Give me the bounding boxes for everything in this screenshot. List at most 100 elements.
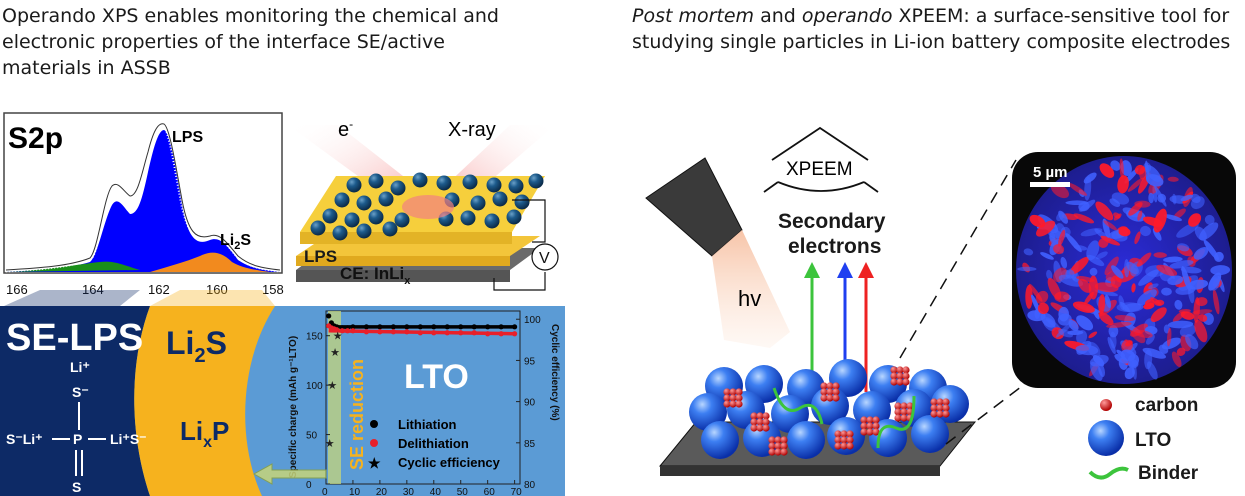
carbon-particle — [866, 422, 874, 430]
xpeem-pixel-blob — [1103, 220, 1118, 231]
carbon-particle — [762, 424, 770, 432]
legend-marker-lithiation — [370, 420, 378, 428]
xpeem-pixel-blob — [1100, 235, 1121, 246]
cell-particle — [506, 209, 522, 225]
left-heading-line2: electronic properties of the interface S… — [2, 31, 445, 53]
xpeem-pixel-blob — [1058, 229, 1066, 247]
xpeem-pixel-blob — [1073, 213, 1095, 224]
carbon-particle — [735, 388, 743, 396]
carbon-particle — [930, 398, 938, 406]
carbon-particle — [729, 400, 737, 408]
cell-particle — [344, 212, 360, 228]
cell-particle — [394, 212, 410, 228]
label-xray: X-ray — [448, 119, 496, 141]
chart-y2-tick-label: 90 — [524, 398, 536, 409]
cell-particle — [514, 194, 530, 210]
xpeem-pixel-blob — [1113, 212, 1121, 219]
carbon-particle — [723, 388, 731, 396]
molecule-li-top: Li⁺ — [70, 359, 90, 375]
chart-y2-tick-label: 95 — [524, 356, 536, 367]
xpeem-pixel-blob — [1119, 158, 1124, 179]
chart-y2label: Cyclic efficiency (%) — [549, 324, 560, 421]
carbon-particle — [735, 400, 743, 408]
xpeem-pixel-blob — [1065, 200, 1089, 205]
carbon-particle — [762, 412, 770, 420]
chart-y-tick-label: 0 — [306, 480, 312, 491]
carbon-particle — [890, 372, 898, 380]
xps-tick-162: 162 — [148, 282, 170, 297]
carbon-particle — [890, 378, 898, 386]
carbon-particle — [942, 398, 950, 406]
carbon-particle — [936, 410, 944, 418]
xpeem-pixel-blob — [1110, 160, 1121, 171]
carbon-particle — [846, 442, 854, 450]
xpeem-pixel-blob — [1180, 194, 1194, 202]
legend-lithiation: Lithiation — [398, 417, 457, 432]
carbon-particle — [832, 388, 840, 396]
xpeem-pixel-blob — [1054, 291, 1070, 303]
xpeem-pixel-blob — [1079, 199, 1096, 212]
legend-lto: LTO — [1135, 430, 1171, 451]
carbon-particle — [774, 436, 782, 444]
xpeem-pixel-blob — [1076, 276, 1095, 282]
xpeem-pixel-blob — [1065, 269, 1075, 279]
xpeem-pixel-blob — [1125, 340, 1133, 347]
xpeem-pixel-blob — [1127, 177, 1144, 192]
xpeem-pixel-blob — [1072, 301, 1095, 313]
binder-strand — [772, 387, 824, 425]
xpeem-pixel-blob — [1036, 220, 1056, 237]
carbon-particle — [834, 442, 842, 450]
carbon-particle — [902, 378, 910, 386]
legend-delithiation: Delithiation — [398, 436, 469, 451]
xpeem-pixel-blob — [1058, 274, 1084, 287]
xpeem-pixel-blob — [1025, 284, 1033, 309]
xpeem-pixel-blob — [1118, 295, 1125, 311]
carbon-particle — [900, 408, 908, 416]
molecule-left: S⁻Li⁺ — [6, 431, 43, 447]
xps-tick-164: 164 — [82, 282, 104, 297]
xps-tick-166: 166 — [6, 282, 28, 297]
xpeem-pixel-blob — [1131, 360, 1137, 380]
carbon-particle — [756, 418, 764, 426]
cell-particle — [412, 172, 428, 188]
carbon-particle — [832, 394, 840, 402]
xps-label-s2p: S2p — [8, 122, 63, 155]
binder-strand — [876, 395, 916, 449]
xpeem-pixel-blob — [1134, 231, 1141, 245]
active-particles — [310, 172, 544, 241]
interface-panel: SE-LPS Li2S LixP Li⁺ S⁻ S⁻Li⁺ P Li⁺S⁻ S … — [0, 290, 565, 496]
carbon-particle — [723, 394, 731, 402]
chart-y-tick-label: 100 — [306, 381, 323, 392]
xpeem-pixel-blob — [1214, 251, 1224, 262]
cell-particle — [486, 177, 502, 193]
xpeem-pixel-blob — [1171, 351, 1182, 368]
lto-particle — [787, 421, 825, 459]
carbon-particle — [896, 378, 904, 386]
xpeem-pixel-blob — [1096, 251, 1108, 260]
xpeem-pixel-blob — [1194, 226, 1207, 241]
xpeem-pixel-blob — [1075, 344, 1099, 356]
chart-x-tick-label: 70 — [511, 487, 523, 496]
spectrum-green-fill — [6, 261, 140, 272]
chart-point-lithiation — [326, 313, 332, 319]
xps-peak-lps: LPS — [172, 129, 203, 146]
right-heading-plain1: and — [754, 5, 802, 27]
xpeem-pixel-blob — [1128, 202, 1143, 216]
chart-x-tick-label: 0 — [322, 487, 328, 496]
carbon-particle — [894, 402, 902, 410]
xpeem-pixel-blob — [1150, 307, 1167, 322]
label-lixp: LixP — [180, 416, 229, 451]
cell-particle — [310, 220, 326, 236]
carbon-particle — [942, 404, 950, 412]
carbon-particle — [756, 412, 764, 420]
xpeem-pixel-blob — [1056, 321, 1074, 338]
xpeem-pixel-blob — [1110, 331, 1117, 349]
xpeem-pixel-blob — [1098, 238, 1109, 248]
xpeem-pixel-blob — [1158, 344, 1169, 354]
xpeem-pixel-blob — [1094, 282, 1119, 293]
xpeem-pixel-blob — [1134, 329, 1153, 338]
chart-x-tick-label: 30 — [403, 487, 415, 496]
xpeem-pixel-blob — [1058, 210, 1069, 224]
xpeem-pixel-blob — [1037, 302, 1049, 315]
label-electron: e- — [338, 117, 353, 141]
